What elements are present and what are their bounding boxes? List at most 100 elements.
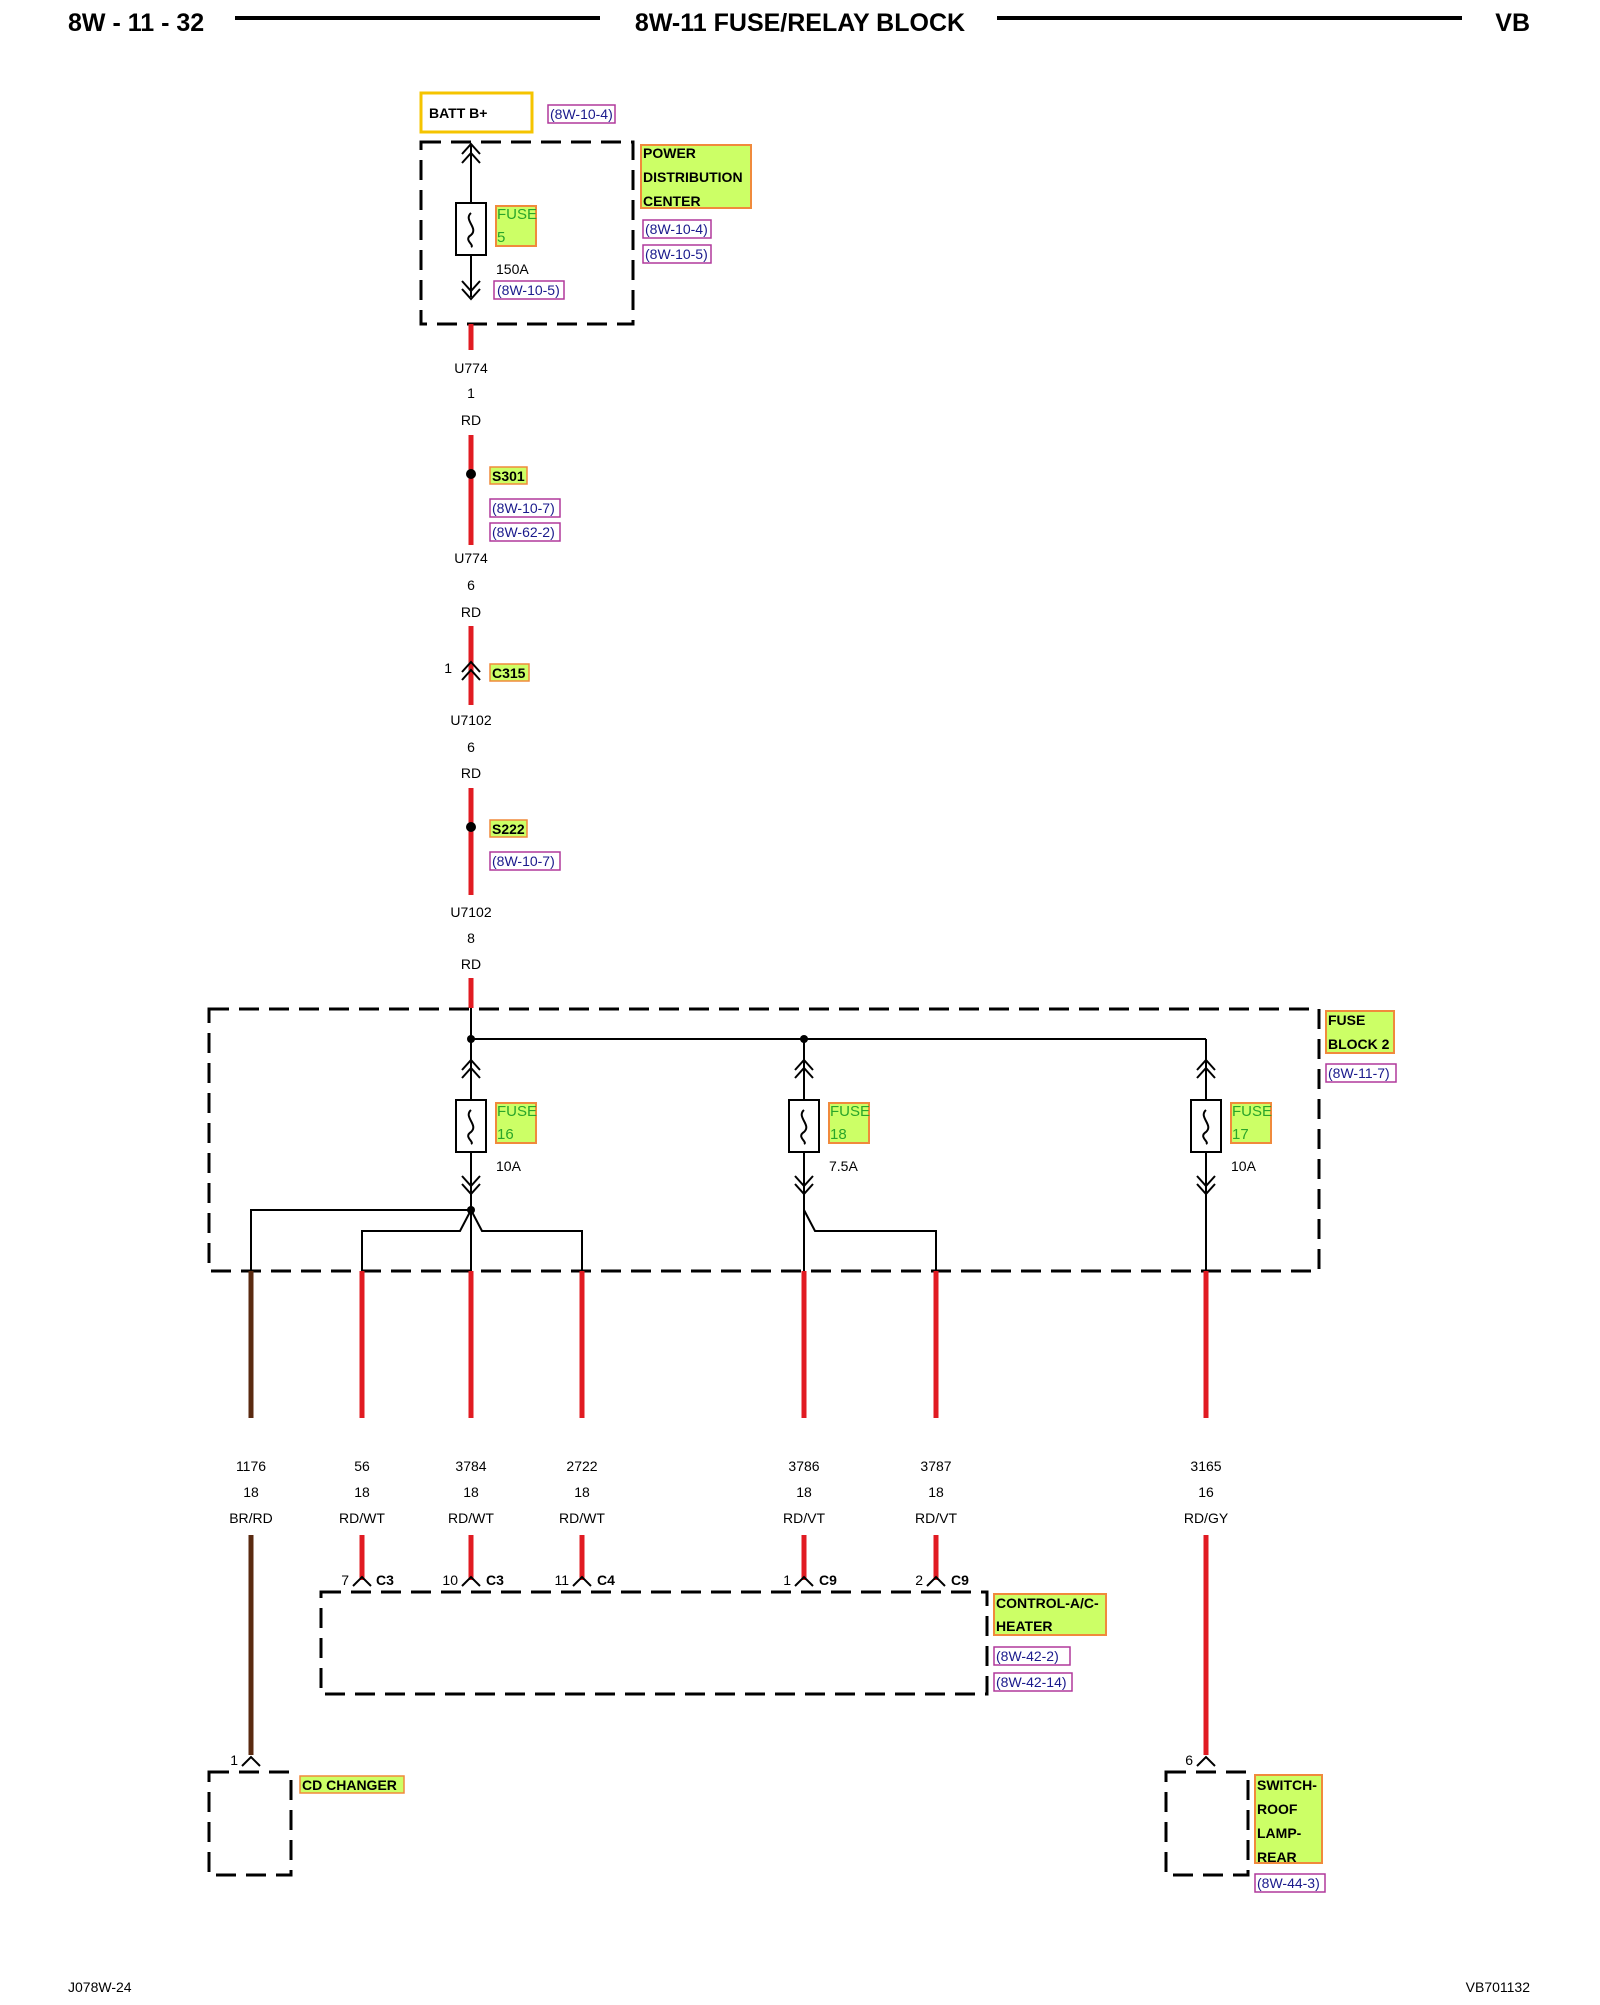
output-3784-color: RD/WT [448, 1510, 494, 1526]
fuse-block-2-name-2: BLOCK 2 [1328, 1036, 1390, 1052]
switch-roof-outline [1164, 1770, 1250, 1877]
fuse-18-icon [788, 1099, 820, 1153]
pin-10-number: 10 [442, 1572, 458, 1588]
fuse-block-2-ref-box [1325, 1063, 1397, 1083]
fuse-5-icon [455, 202, 487, 256]
splice-s301-ref-2: (8W-62-2) [492, 524, 555, 540]
fuse-17-number: 17 [1232, 1126, 1249, 1143]
trunk-3-gauge: 6 [467, 739, 475, 755]
output-2722-gauge: 18 [574, 1484, 590, 1500]
batt-ref: (8W-10-4) [550, 106, 613, 122]
splice-s301-ref-box-1 [489, 498, 561, 518]
switch-roof-name-4: REAR [1257, 1849, 1297, 1865]
output-3784-gauge: 18 [463, 1484, 479, 1500]
control-ac-heater-outline [319, 1590, 989, 1696]
output-2722-labels: 2722 18 RD/WT [559, 1458, 605, 1526]
trunk-2-gauge: 6 [467, 577, 475, 593]
output-3787-labels: 3787 18 RD/VT [915, 1458, 957, 1526]
output-3165-circuit: 3165 [1190, 1458, 1221, 1474]
pdc-name-3: CENTER [643, 193, 701, 209]
pin-2-number: 2 [915, 1572, 923, 1588]
page-number: 8W - 11 - 32 [68, 9, 204, 37]
fuse-17-rating: 10A [1231, 1158, 1257, 1174]
output-3786-color: RD/VT [783, 1510, 825, 1526]
fuse-17-word: FUSE [1232, 1103, 1272, 1120]
fuse-16-branch-56 [361, 1209, 472, 1271]
batt-label-box [419, 91, 534, 134]
trunk-2-circuit: U774 [454, 550, 488, 566]
splice-s301-ref-box-2 [489, 522, 561, 542]
output-3786-gauge: 18 [796, 1484, 812, 1500]
fuse-16-label-box [495, 1102, 537, 1144]
trunk-3-color: RD [461, 765, 481, 781]
cd-changer-pin: 1 [230, 1752, 238, 1768]
trunk-4-circuit: U7102 [450, 904, 491, 920]
switch-roof-connector [1196, 1755, 1216, 1767]
connector-c3-pin-7: 7 C3 [341, 1572, 394, 1588]
fuse-18-word: FUSE [830, 1103, 870, 1120]
control-ac-heater-ref-box-2 [993, 1672, 1073, 1692]
page-title: 8W-11 FUSE/RELAY BLOCK [635, 9, 965, 37]
fuse-16 [455, 1058, 487, 1210]
connector-c3-pin-10: 10 C3 [442, 1572, 504, 1588]
fuse-5-ref-box [493, 280, 565, 300]
fuse-17 [1190, 1058, 1222, 1271]
trunk-3-circuit: U7102 [450, 712, 491, 728]
fuse-16-word: FUSE [497, 1103, 537, 1120]
footer-right-code: VB701132 [1466, 1979, 1531, 1995]
header-code: VB [1495, 9, 1530, 37]
fuse-16-icon [455, 1099, 487, 1153]
connector-c4-pin-11: 11 C4 [554, 1572, 615, 1588]
pin-10-connector: C3 [486, 1572, 504, 1588]
fuse-block-2-label-box [1325, 1010, 1395, 1054]
output-3784-labels: 3784 18 RD/WT [448, 1458, 494, 1526]
fuse-5-ref: (8W-10-5) [497, 282, 560, 298]
pdc-name-1: POWER [643, 145, 696, 161]
fuse-16-branch-2722 [470, 1209, 583, 1271]
cd-changer-outline [207, 1770, 293, 1877]
switch-roof-ref-box [1254, 1873, 1326, 1893]
fuse-18-rating: 7.5A [829, 1158, 858, 1174]
output-2722-circuit: 2722 [566, 1458, 597, 1474]
pdc-connector-bottom [461, 280, 481, 293]
pin-11-connector: C4 [597, 1572, 615, 1588]
cd-changer-name: CD CHANGER [302, 1777, 397, 1793]
connector-c315-id: C315 [492, 665, 526, 681]
trunk-1-color: RD [461, 412, 481, 428]
switch-roof-name-1: SWITCH- [1257, 1777, 1317, 1793]
pdc-ref-box-2 [642, 244, 712, 264]
pdc-ref-box-1 [642, 219, 712, 239]
output-1176-labels: 1176 18 BR/RD [229, 1458, 273, 1526]
fuse-16-rating: 10A [496, 1158, 522, 1174]
fuse-16-number: 16 [497, 1126, 514, 1143]
output-3165-color: RD/GY [1184, 1510, 1229, 1526]
switch-roof-name-3: LAMP- [1257, 1825, 1302, 1841]
output-2722-color: RD/WT [559, 1510, 605, 1526]
splice-s301-dot [466, 469, 476, 479]
fuse-18-number: 18 [830, 1126, 847, 1143]
connector-c9-pin-2: 2 C9 [915, 1572, 969, 1588]
splice-s222-ref-box [489, 851, 561, 871]
output-3786-circuit: 3786 [788, 1458, 819, 1474]
fuse-block-2-ref: (8W-11-7) [1328, 1065, 1390, 1081]
trunk-4-gauge: 8 [467, 930, 475, 946]
connector-c315-icon [461, 660, 481, 673]
fuse-16-branch-1176 [250, 1209, 471, 1271]
output-1176-circuit: 1176 [236, 1458, 266, 1474]
pin-1-connector: C9 [819, 1572, 837, 1588]
connector-c315-pin: 1 [444, 660, 452, 676]
switch-roof-name-2: ROOF [1257, 1801, 1298, 1817]
pin-7-connector: C3 [376, 1572, 394, 1588]
control-ac-heater-ref-box-1 [993, 1646, 1071, 1666]
output-1176-color: BR/RD [229, 1510, 273, 1526]
fuse-5-rating: 150A [496, 261, 529, 277]
fuse-block-2-outline [207, 1007, 1321, 1273]
batt-ref-box [547, 104, 616, 124]
fuse-5-label-box [495, 205, 537, 247]
splice-s222-ref: (8W-10-7) [492, 853, 555, 869]
splice-s222-dot [466, 822, 476, 832]
output-3165-gauge: 16 [1198, 1484, 1214, 1500]
splice-s222-label-box [489, 819, 528, 838]
fuse-18-branch-3787 [803, 1209, 937, 1271]
